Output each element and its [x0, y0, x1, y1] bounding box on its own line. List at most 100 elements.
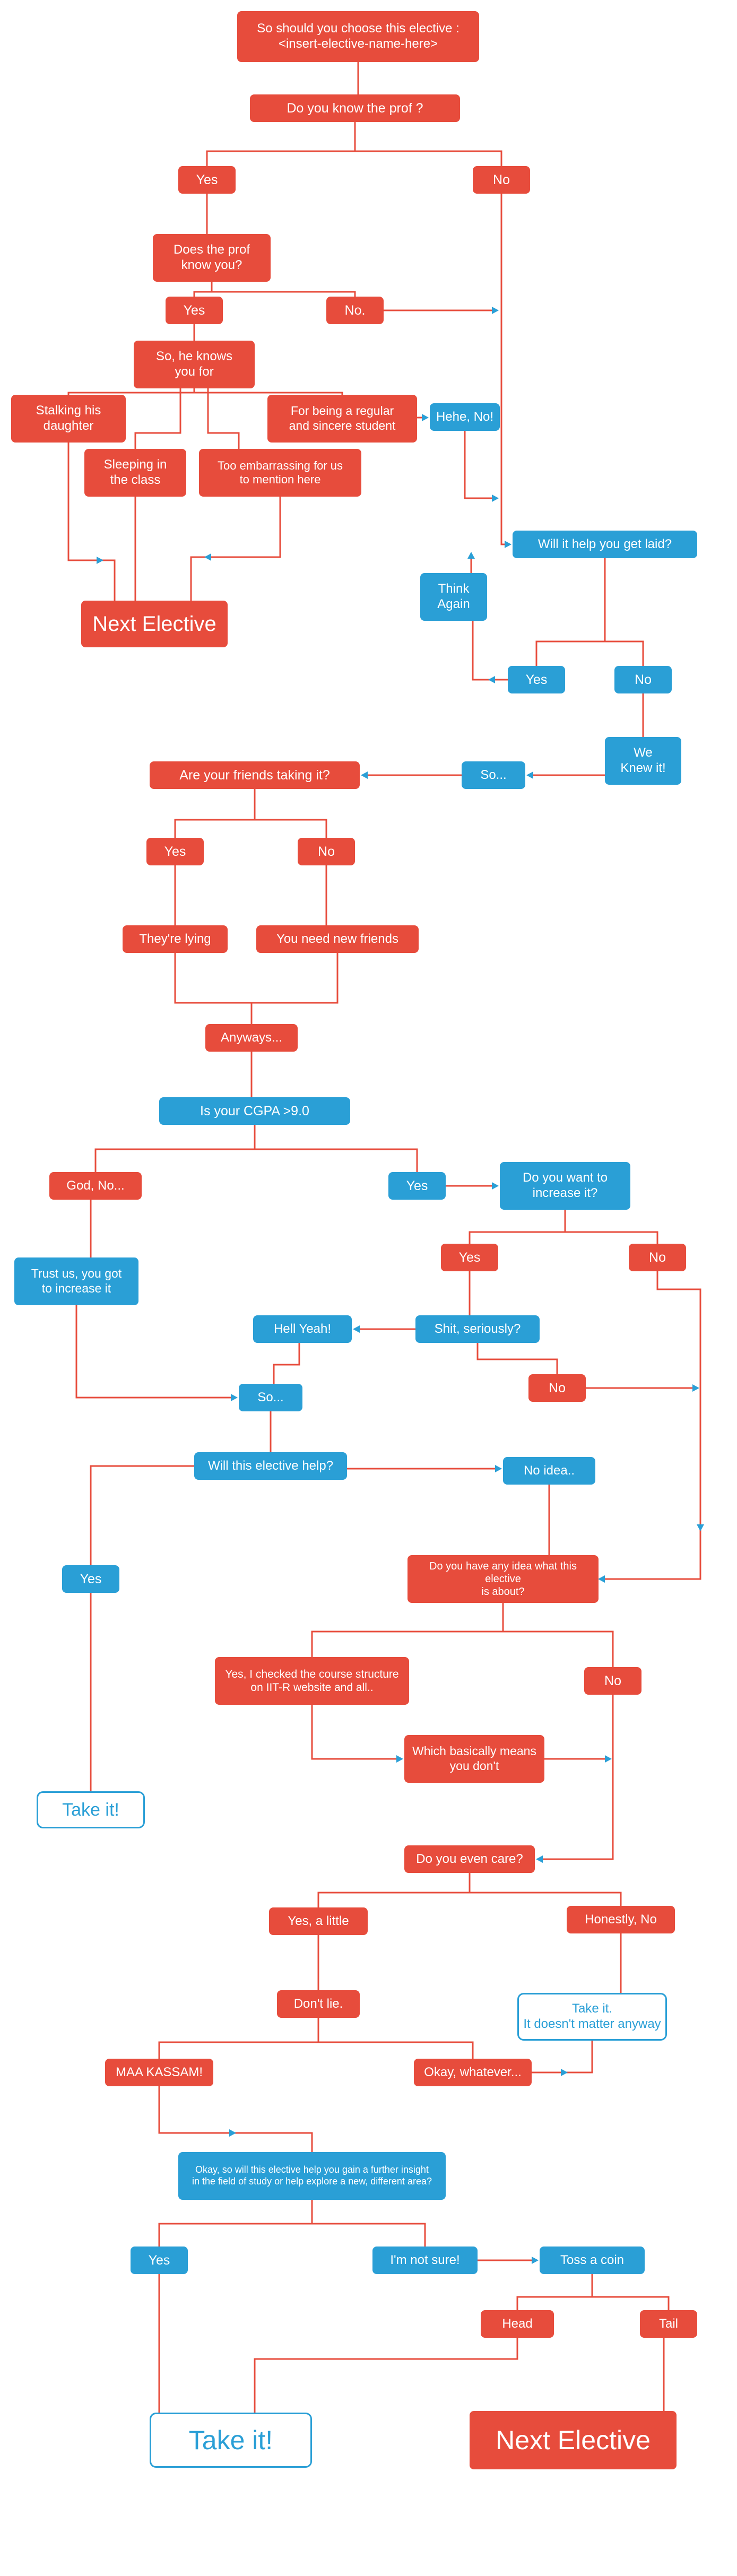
node-honestly-no: Honestly, No — [567, 1906, 675, 1933]
flow-arrowhead — [526, 771, 533, 779]
flow-line-any-idea-to-no-8 — [503, 1630, 614, 1667]
node-trust-us: Trust us, you got to increase it — [14, 1257, 138, 1305]
node-anyways: Anyways... — [205, 1024, 298, 1052]
node-no-2: No. — [326, 297, 384, 324]
flow-line-any-idea-to-checked-structure — [311, 1603, 504, 1657]
flow-line-prof-know-you-to-no-2 — [212, 291, 356, 297]
node-no-8: No — [584, 1667, 641, 1695]
node-yes-7: Yes — [62, 1565, 119, 1593]
flow-arrowhead — [467, 552, 475, 559]
node-checked-structure: Yes, I checked the course structure on I… — [215, 1657, 409, 1705]
node-even-care: Do you even care? — [404, 1845, 535, 1873]
node-so-1: So... — [462, 761, 525, 789]
node-yes-8: Yes — [131, 2247, 188, 2274]
flow-line-want-increase-to-yes-6 — [469, 1210, 566, 1244]
flow-line-knows-you-for-to-sleeping-class — [134, 388, 181, 449]
node-head: Head — [481, 2310, 554, 2338]
node-take-it-anyway: Take it. It doesn't matter anyway — [517, 1993, 667, 2041]
flow-line-know-prof-to-yes-1 — [206, 122, 356, 166]
node-no-7: No — [528, 1374, 586, 1402]
flow-line-prof-know-you-to-yes-2 — [193, 282, 213, 297]
node-cgpa: Is your CGPA >9.0 — [159, 1097, 350, 1125]
node-no-6: No — [629, 1244, 686, 1271]
flow-line-no-6-to-any-idea — [600, 1271, 701, 1580]
flow-line-shit-seriously-to-no-7 — [476, 1343, 558, 1374]
flow-line-even-care-to-honestly-no — [470, 1892, 622, 1906]
node-next-elective-final: Next Elective — [470, 2411, 677, 2469]
flow-line-checked-structure-to-basically-means — [311, 1705, 401, 1760]
flow-line-knows-you-for-to-too-embarrassing — [207, 388, 240, 449]
flow-line-insight-to-yes-8 — [158, 2200, 313, 2247]
node-hehe-no: Hehe, No! — [430, 403, 500, 431]
flow-line-okay-whatever-to-take-it-anyway — [532, 2041, 593, 2074]
node-not-sure: I'm not sure! — [372, 2247, 478, 2274]
flow-arrowhead — [361, 771, 368, 779]
node-hell-yeah: Hell Yeah! — [253, 1315, 352, 1343]
node-yes-6: Yes — [441, 1244, 498, 1271]
node-yes-5: Yes — [388, 1172, 446, 1200]
flow-line-theyre-lying-to-anyways — [174, 953, 253, 1024]
flow-line-get-laid-to-no-3 — [605, 640, 644, 666]
node-basically-means: Which basically means you don't — [404, 1735, 544, 1783]
node-maa-kassam: MAA KASSAM! — [105, 2059, 213, 2086]
flow-line-cgpa-to-god-no — [94, 1125, 256, 1172]
flow-line-get-laid-to-yes-3 — [535, 558, 606, 666]
flow-line-friends-taking-to-yes-4 — [174, 789, 256, 838]
flow-line-no-1-to-get-laid — [500, 194, 505, 545]
node-stalking-daughter: Stalking his daughter — [11, 395, 126, 443]
node-friends-taking: Are your friends taking it? — [150, 761, 360, 789]
flow-line-too-embarrassing-to-next-elective-1 — [190, 497, 281, 601]
flow-arrowhead — [495, 1465, 502, 1472]
node-so-2: So... — [239, 1384, 302, 1411]
flow-line-even-care-to-yes-little — [317, 1873, 471, 1907]
flow-line-elective-help-to-yes-7 — [90, 1465, 194, 1565]
node-tail: Tail — [640, 2310, 697, 2338]
node-yes-little: Yes, a little — [269, 1907, 368, 1935]
flow-arrowhead — [505, 541, 511, 548]
node-take-it-final: Take it! — [150, 2413, 312, 2468]
flow-line-hell-yeah-to-so-2 — [273, 1343, 300, 1384]
flow-line-friends-taking-to-no-4 — [255, 819, 327, 838]
flow-arrowhead — [561, 2069, 568, 2076]
node-no-idea: No idea.. — [503, 1457, 595, 1485]
flow-line-maa-kassam-to-insight — [158, 2086, 313, 2152]
node-yes-1: Yes — [178, 166, 236, 194]
flow-line-toss-coin-to-head — [516, 2274, 593, 2310]
node-start: So should you choose this elective : <in… — [237, 11, 479, 62]
node-no-4: No — [298, 838, 355, 865]
flow-line-want-increase-to-no-6 — [565, 1231, 658, 1244]
flow-line-trust-us-to-so-2 — [75, 1305, 236, 1399]
node-dont-lie: Don't lie. — [277, 1990, 360, 2018]
flow-line-know-prof-to-no-1 — [355, 150, 502, 166]
node-no-1: No — [473, 166, 530, 194]
node-too-embarrassing: Too embarrassing for us to mention here — [199, 449, 361, 497]
flow-line-new-friends-to-anyways — [252, 953, 339, 1004]
flow-arrowhead — [692, 1384, 699, 1392]
flow-line-no-8-to-even-care — [538, 1695, 614, 1860]
node-get-laid: Will it help you get laid? — [513, 531, 697, 558]
flow-arrowhead — [422, 414, 429, 421]
flow-line-knows-you-for-to-stalking-daughter — [67, 388, 195, 395]
node-okay-whatever: Okay, whatever... — [414, 2059, 532, 2086]
flow-arrowhead — [97, 557, 103, 564]
flow-line-yes-3-to-think-again — [472, 621, 508, 681]
node-insight: Okay, so will this elective help you gai… — [178, 2152, 446, 2200]
flow-arrowhead — [492, 495, 499, 502]
flow-arrowhead — [598, 1575, 605, 1583]
flow-arrowhead — [353, 1325, 360, 1333]
node-prof-know-you: Does the prof know you? — [153, 234, 271, 282]
flow-arrowhead — [488, 676, 495, 683]
flow-line-stalking-daughter-to-next-elective-1 — [67, 443, 116, 601]
flow-line-cgpa-to-yes-5 — [255, 1148, 418, 1172]
flow-line-head-to-take-it-final — [254, 2338, 518, 2413]
node-want-increase: Do you want to increase it? — [500, 1162, 630, 1210]
flow-arrowhead — [492, 307, 499, 314]
node-know-prof: Do you know the prof ? — [250, 94, 460, 122]
flow-line-toss-coin-to-tail — [592, 2296, 670, 2310]
flow-line-dont-lie-to-okay-whatever — [318, 2041, 474, 2059]
node-knows-you-for: So, he knows you for — [134, 341, 255, 388]
flow-line-knows-you-for-to-regular-student — [194, 392, 343, 395]
flow-arrowhead — [532, 2257, 539, 2264]
node-think-again: Think Again — [420, 573, 487, 621]
